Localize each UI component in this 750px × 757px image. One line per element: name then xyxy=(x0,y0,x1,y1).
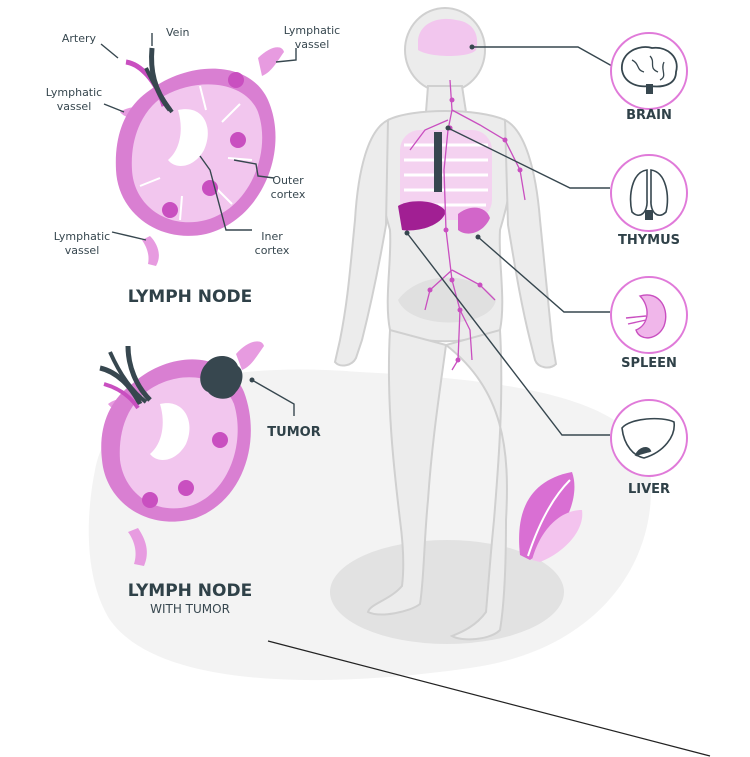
thymus-icon xyxy=(629,169,669,220)
liver-icon xyxy=(621,417,675,459)
tumor-node-subtitle: WITH TUMOR xyxy=(150,602,230,616)
label-inner-cortex-1: Iner xyxy=(261,230,283,243)
brain-icon xyxy=(621,46,678,94)
label-artery: Artery xyxy=(62,32,97,45)
organ-brain: BRAIN xyxy=(610,32,688,123)
tumor-label: TUMOR xyxy=(267,425,320,440)
label-vein: Vein xyxy=(166,26,189,39)
label-lymphatic-bottom-1: Lymphatic xyxy=(54,230,110,243)
organ-label-spleen: SPLEEN xyxy=(621,356,677,371)
label-lymphatic-top-1: Lymphatic xyxy=(284,24,340,37)
organ-label-thymus: THYMUS xyxy=(618,233,680,248)
decorative-leaves xyxy=(519,472,583,562)
tumor-node-diagram: TUMOR LYMPH NODE WITH TUMOR xyxy=(99,341,321,616)
decorative-line xyxy=(267,640,711,757)
lymph-node-diagram: Artery Vein Lymphatic vassel Lymphatic v… xyxy=(46,24,340,307)
organ-liver: LIVER xyxy=(610,399,688,497)
label-lymphatic-left-1: Lymphatic xyxy=(46,86,102,99)
organ-label-liver: LIVER xyxy=(628,482,670,497)
human-body xyxy=(333,7,558,641)
organ-leader-lines xyxy=(406,46,613,436)
tumor-node-title: LYMPH NODE xyxy=(128,581,252,601)
label-lymphatic-bottom-2: vassel xyxy=(65,244,100,257)
label-inner-cortex-2: cortex xyxy=(255,244,290,257)
label-outer-cortex-2: cortex xyxy=(271,188,306,201)
tumor-mass xyxy=(200,355,243,399)
label-outer-cortex-1: Outer xyxy=(272,174,304,187)
organ-spleen: SPLEEN xyxy=(610,276,688,371)
lymph-node-title: LYMPH NODE xyxy=(128,287,252,307)
label-lymphatic-top-2: vassel xyxy=(295,38,330,51)
label-lymphatic-left-2: vassel xyxy=(57,100,92,113)
organ-thymus: THYMUS xyxy=(610,154,688,248)
spleen-icon xyxy=(625,294,667,339)
organ-label-brain: BRAIN xyxy=(626,108,672,123)
